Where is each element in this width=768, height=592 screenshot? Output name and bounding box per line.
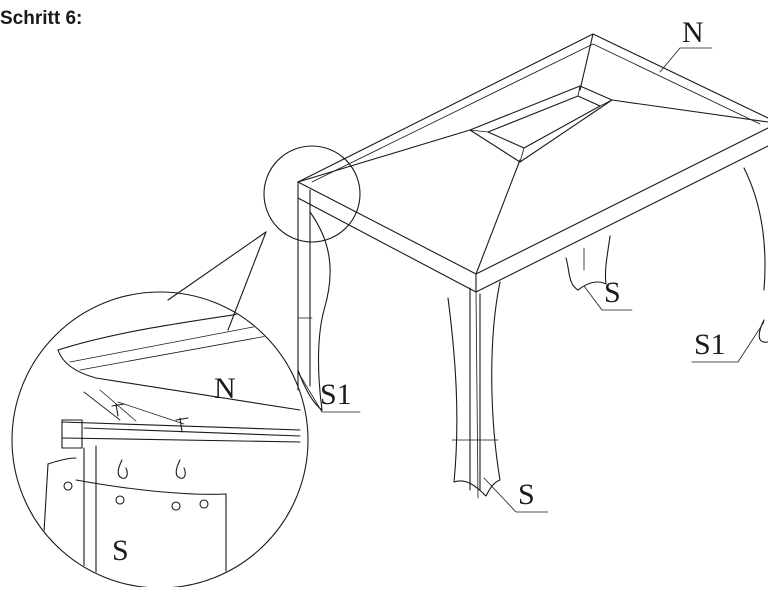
wall-detail-callout: S [112, 534, 129, 567]
label-front-S: S [518, 478, 535, 511]
detail-magnified-view [11, 291, 309, 589]
front-wall-callout: S [483, 477, 549, 513]
step-heading: Schritt 6: [0, 8, 83, 29]
label-roof-detail-N: N [214, 372, 236, 405]
right-curtain-callout: S1 [691, 321, 765, 363]
front-left-leg [297, 197, 311, 391]
roof-callout: N [659, 16, 713, 73]
label-wall-detail-S: S [112, 534, 129, 567]
corner-curtain-right [743, 167, 768, 343]
side-wall-curtain-front [447, 281, 501, 499]
label-back-S: S [604, 276, 621, 309]
label-roof-N: N [682, 16, 704, 49]
back-leg-curtain [565, 235, 611, 291]
front-center-leg [469, 287, 481, 491]
gazebo-roof [297, 33, 768, 293]
roof-detail-callout: N [214, 372, 236, 405]
detail-callout-circle [167, 145, 361, 331]
left-curtain-callout: S1 [297, 371, 361, 413]
back-wall-callout: S [583, 276, 633, 311]
label-left-S1: S1 [320, 378, 352, 411]
label-right-S1: S1 [694, 328, 726, 361]
